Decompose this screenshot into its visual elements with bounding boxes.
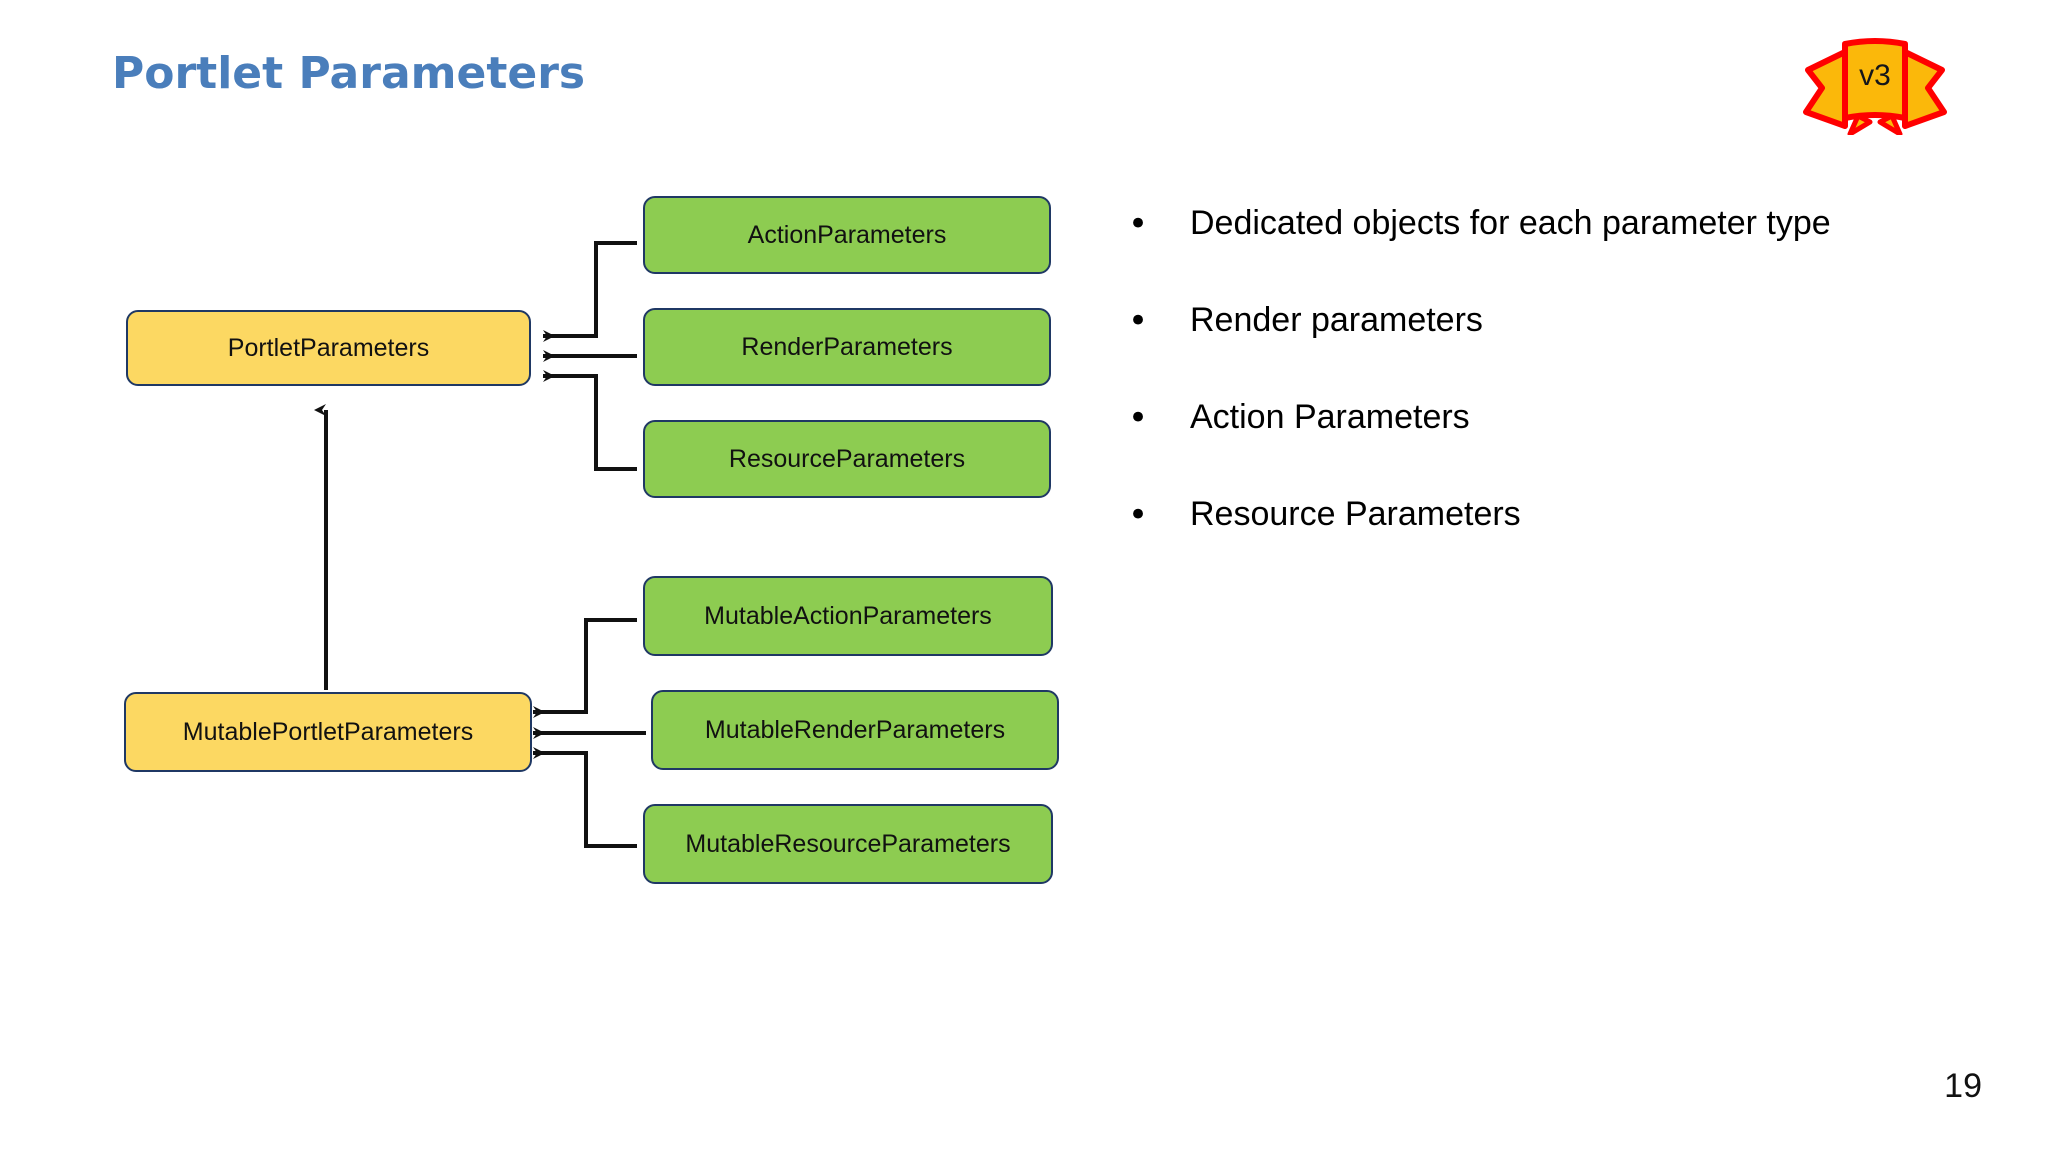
- bullet-item: • Action Parameters: [1128, 398, 1978, 439]
- ribbon-icon: [1803, 38, 1947, 135]
- bullet-item: • Resource Parameters: [1128, 495, 1978, 536]
- bullet-marker-icon: •: [1128, 301, 1149, 342]
- bullet-marker-icon: •: [1128, 398, 1149, 439]
- node-label: RenderParameters: [741, 332, 953, 361]
- node-action-parameters[interactable]: ActionParameters: [643, 196, 1051, 274]
- bullet-marker-icon: •: [1128, 495, 1149, 536]
- node-mutable-render-parameters[interactable]: MutableRenderParameters: [651, 690, 1059, 770]
- diagram-connectors: [314, 241, 646, 848]
- node-label: ActionParameters: [747, 220, 947, 249]
- node-label: MutableRenderParameters: [704, 715, 1006, 744]
- bullet-text: Resource Parameters: [1190, 495, 1521, 534]
- node-label: PortletParameters: [227, 333, 430, 362]
- version-badge: v3: [1800, 30, 1950, 135]
- node-portlet-parameters[interactable]: PortletParameters: [126, 310, 531, 386]
- node-label: ResourceParameters: [728, 444, 966, 473]
- bullet-list: • Dedicated objects for each parameter t…: [1128, 204, 1978, 593]
- node-label: MutableResourceParameters: [685, 829, 1011, 858]
- node-mutable-action-parameters[interactable]: MutableActionParameters: [643, 576, 1053, 656]
- node-label: MutableActionParameters: [704, 601, 992, 630]
- bullet-text: Action Parameters: [1190, 398, 1470, 437]
- node-mutable-resource-parameters[interactable]: MutableResourceParameters: [643, 804, 1053, 884]
- class-hierarchy-diagram: PortletParameters ActionParameters Rende…: [0, 0, 1100, 1000]
- page-number: 19: [1944, 1067, 1982, 1105]
- page-title: Portlet Parameters: [112, 48, 586, 99]
- node-mutable-portlet-parameters[interactable]: MutablePortletParameters: [124, 692, 532, 772]
- bullet-item: • Dedicated objects for each parameter t…: [1128, 204, 1978, 244]
- bullet-marker-icon: •: [1128, 204, 1149, 244]
- bullet-item: • Render parameters: [1128, 301, 1978, 342]
- bullet-text: Dedicated objects for each parameter typ…: [1190, 204, 1831, 242]
- node-label: MutablePortletParameters: [182, 717, 474, 746]
- node-render-parameters[interactable]: RenderParameters: [643, 308, 1051, 386]
- node-resource-parameters[interactable]: ResourceParameters: [643, 420, 1051, 498]
- bullet-text: Render parameters: [1190, 301, 1483, 340]
